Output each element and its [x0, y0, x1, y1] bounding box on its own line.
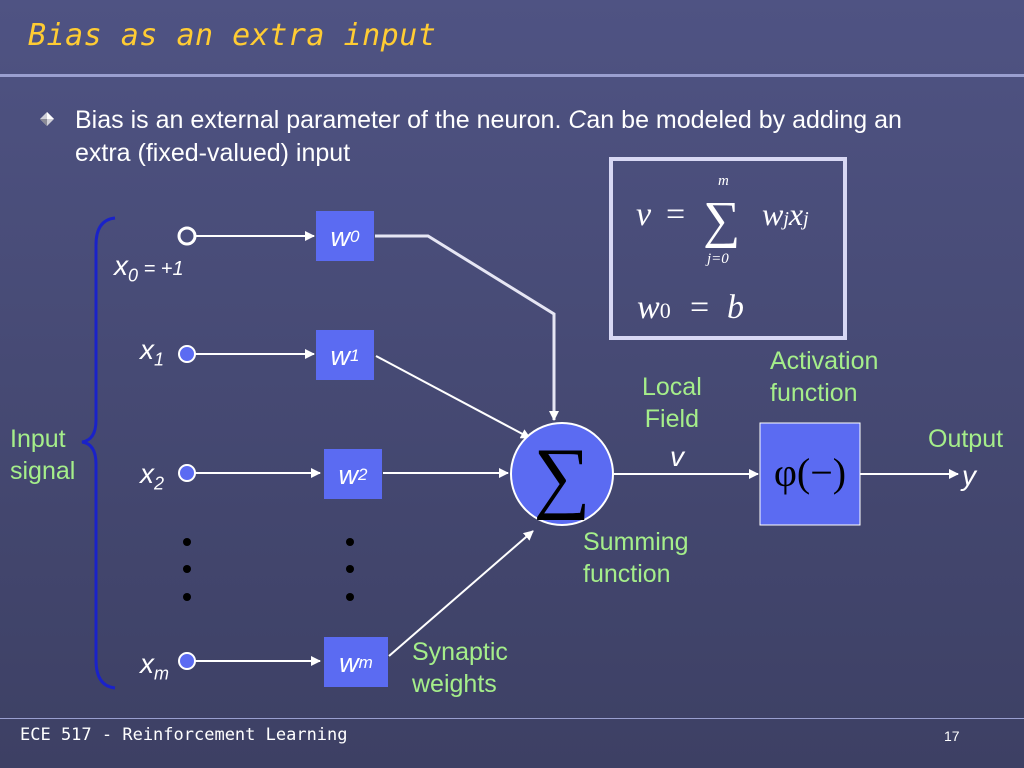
bias-wire — [375, 234, 559, 421]
input-label-x1: x1 — [140, 334, 165, 370]
formula-box — [609, 157, 847, 340]
title-divider — [0, 74, 1024, 77]
bullet-icon — [40, 112, 54, 126]
input-brace — [81, 216, 116, 690]
page-number: 17 — [944, 728, 960, 744]
input-node-0 — [177, 226, 197, 246]
input-node-1 — [178, 345, 196, 363]
output-label: Output — [928, 425, 1004, 453]
local-field-var: v — [670, 441, 684, 472]
wire-w1 — [375, 355, 531, 439]
output-var: y — [962, 460, 976, 491]
dot — [183, 565, 191, 573]
dot — [346, 593, 354, 601]
footer-course: ECE 517 - Reinforcement Learning — [20, 725, 348, 745]
sum-symbol: ∑ — [533, 433, 590, 521]
input-node-m — [178, 652, 196, 670]
input-label-x0: x0 = +1 — [114, 250, 184, 286]
dot — [183, 538, 191, 546]
activation-box — [759, 422, 861, 526]
dot — [346, 538, 354, 546]
slide-title: Bias as an extra input — [28, 18, 437, 53]
input-label-xm: xm — [140, 648, 169, 684]
bullet-text: Bias is an external parameter of the neu… — [75, 106, 902, 167]
input-node-2 — [178, 464, 196, 482]
wire-wm — [388, 530, 534, 657]
summing-node — [510, 422, 614, 526]
dot — [183, 593, 191, 601]
footer-divider — [0, 718, 1024, 719]
dot — [346, 565, 354, 573]
input-label-x2: x2 — [140, 458, 165, 494]
activation-symbol: φ(−) — [774, 450, 846, 495]
